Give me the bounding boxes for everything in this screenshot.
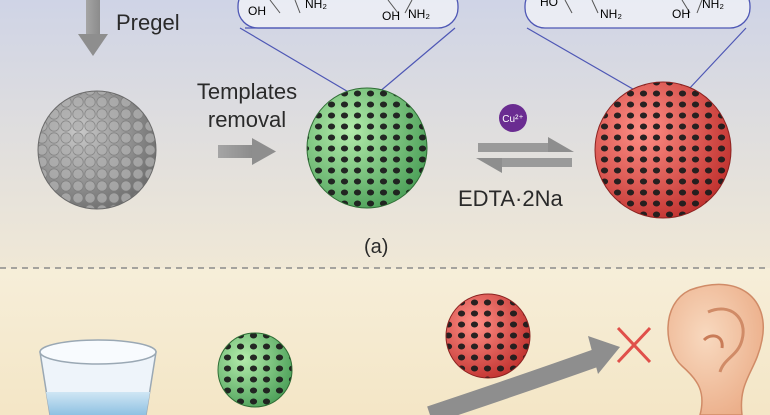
red-porous-sphere bbox=[594, 81, 732, 219]
chem-right-oh: OH bbox=[672, 7, 690, 21]
chem-left-nh2-2: NH₂ bbox=[408, 7, 430, 21]
chem-right-nh2-2: NH₂ bbox=[702, 0, 724, 11]
cross-icon bbox=[616, 326, 652, 364]
panel-a-label: (a) bbox=[364, 236, 389, 258]
green-porous-sphere bbox=[306, 87, 428, 209]
templates-label-line2: removal bbox=[207, 107, 287, 132]
equilibrium-arrows-icon bbox=[476, 137, 574, 173]
right-arrow-icon bbox=[218, 138, 276, 165]
green-porous-sphere-small bbox=[217, 332, 293, 408]
water-glass-icon bbox=[39, 339, 157, 415]
chem-bubble-right: HO NH₂ OH NH₂ bbox=[524, 0, 751, 93]
cu-ion-label: Cu²⁺ bbox=[502, 114, 523, 125]
chem-bubble-left: OH NH₂ OH NH₂ bbox=[237, 0, 459, 101]
chem-left-nh2-1: NH₂ bbox=[305, 0, 327, 11]
cu-ion-badge: Cu²⁺ bbox=[499, 104, 527, 132]
pregel-template-sphere bbox=[37, 90, 157, 210]
chem-left-oh-2: OH bbox=[382, 9, 400, 23]
chem-right-ho: HO bbox=[540, 0, 558, 9]
templates-label-line1: Templates bbox=[196, 79, 298, 104]
down-arrow-icon bbox=[78, 0, 108, 56]
pregel-label: Pregel bbox=[116, 10, 180, 35]
red-porous-sphere-small bbox=[445, 293, 531, 379]
edta-label: EDTA·2Na bbox=[458, 186, 563, 211]
curved-arrow-icon bbox=[427, 336, 620, 415]
chem-left-oh-1: OH bbox=[248, 4, 266, 18]
templates-removal-label: Templates removal bbox=[182, 78, 312, 134]
chem-right-nh2-1: NH₂ bbox=[600, 7, 622, 21]
